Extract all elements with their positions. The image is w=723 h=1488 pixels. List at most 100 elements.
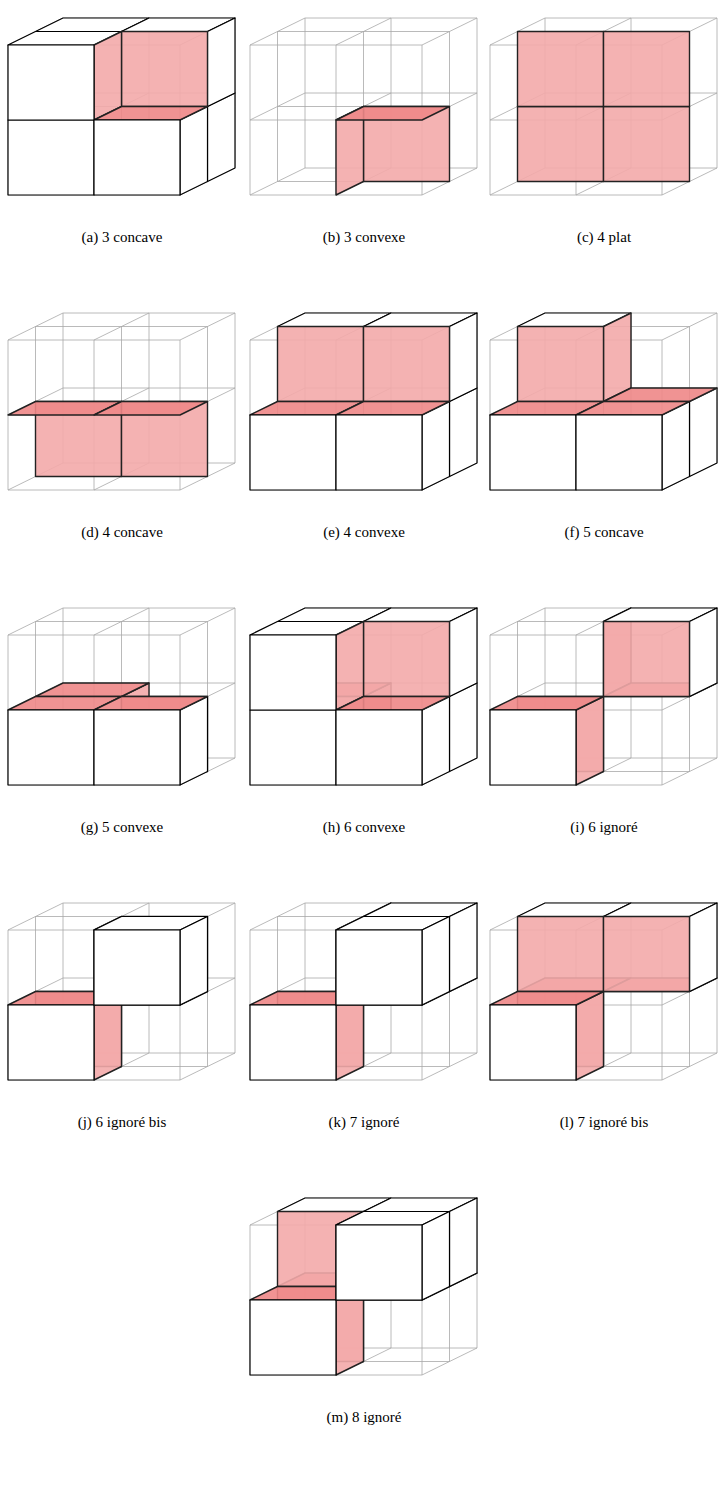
cube-configuration bbox=[490, 18, 717, 195]
surface-face bbox=[490, 992, 604, 1006]
grid-edge bbox=[180, 1053, 235, 1080]
cube-face bbox=[180, 697, 208, 786]
grid-edge bbox=[422, 1053, 477, 1080]
figure-caption: (g) 5 convexe bbox=[81, 819, 163, 836]
cube-face bbox=[450, 683, 478, 772]
cube-face bbox=[490, 415, 576, 490]
grid-edge bbox=[662, 758, 717, 785]
figure-caption: (b) 3 convexe bbox=[323, 229, 405, 246]
cube-face bbox=[180, 107, 208, 196]
cube-face bbox=[576, 415, 662, 490]
cube-face bbox=[490, 1005, 576, 1080]
cube-face bbox=[8, 45, 94, 120]
cube-configuration bbox=[490, 903, 717, 1080]
surface-face bbox=[518, 107, 604, 182]
cube-face bbox=[8, 710, 94, 785]
grid-edge bbox=[8, 903, 63, 930]
grid-edge bbox=[422, 1348, 477, 1375]
grid-edge bbox=[180, 608, 235, 635]
figure-caption: (i) 6 ignoré bbox=[570, 819, 637, 836]
cube-configuration bbox=[250, 608, 477, 785]
cube-face bbox=[662, 402, 690, 491]
cube-face bbox=[8, 1005, 94, 1080]
cube-configuration bbox=[8, 903, 235, 1080]
cube-face bbox=[336, 415, 422, 490]
figure-caption: (d) 4 concave bbox=[81, 524, 163, 541]
cube-face bbox=[450, 1198, 478, 1287]
cube-face bbox=[94, 710, 180, 785]
cube-face bbox=[250, 1005, 336, 1080]
grid-edge bbox=[422, 18, 477, 45]
figure-caption: (e) 4 convexe bbox=[323, 524, 405, 541]
cube-face bbox=[450, 388, 478, 477]
cube-face bbox=[250, 635, 336, 710]
grid-edge bbox=[94, 313, 149, 340]
surface-face bbox=[490, 697, 604, 711]
surface-face bbox=[576, 992, 604, 1081]
cube-face bbox=[450, 903, 478, 992]
surface-face bbox=[336, 107, 450, 121]
surface-face bbox=[604, 313, 632, 402]
cube-face bbox=[450, 313, 478, 402]
grid-edge bbox=[180, 313, 235, 340]
surface-face bbox=[94, 402, 208, 416]
cube-face bbox=[422, 697, 450, 786]
cube-face bbox=[8, 120, 94, 195]
cube-configuration bbox=[8, 313, 235, 490]
surface-face bbox=[94, 32, 122, 121]
cube-face bbox=[336, 710, 422, 785]
cube-face bbox=[208, 93, 236, 182]
grid-edge bbox=[250, 18, 305, 45]
surface-face bbox=[604, 622, 690, 697]
cube-configuration bbox=[250, 1198, 477, 1375]
figure-caption: (k) 7 ignoré bbox=[329, 1114, 400, 1131]
cube-face bbox=[94, 930, 180, 1005]
cube-configuration bbox=[250, 313, 477, 490]
figure-caption: (l) 7 ignoré bis bbox=[560, 1114, 649, 1131]
cube-configuration bbox=[8, 18, 235, 195]
cube-face bbox=[690, 608, 718, 697]
surface-face bbox=[336, 697, 450, 711]
cube-configuration bbox=[250, 903, 477, 1080]
cube-face bbox=[250, 1300, 336, 1375]
surface-face bbox=[364, 622, 450, 697]
cube-configuration bbox=[8, 608, 235, 785]
cube-face bbox=[690, 388, 718, 477]
cube-face bbox=[690, 903, 718, 992]
surface-face bbox=[576, 402, 690, 416]
cube-configuration bbox=[490, 608, 717, 785]
cube-face bbox=[94, 120, 180, 195]
surface-face bbox=[518, 327, 604, 402]
cube-face bbox=[450, 608, 478, 697]
surface-face bbox=[604, 917, 690, 992]
grid-edge bbox=[490, 608, 545, 635]
figure-caption: (f) 5 concave bbox=[564, 524, 643, 541]
grid-edge bbox=[250, 903, 305, 930]
grid-edge bbox=[8, 313, 63, 340]
grid-edge bbox=[250, 93, 305, 120]
cube-face bbox=[336, 930, 422, 1005]
surface-face bbox=[122, 32, 208, 107]
cube-face bbox=[208, 18, 236, 107]
surface-face bbox=[364, 327, 450, 402]
surface-face bbox=[336, 402, 450, 416]
cube-configuration bbox=[490, 313, 717, 490]
surface-face bbox=[604, 388, 718, 402]
figure-caption: (a) 3 concave bbox=[82, 229, 163, 246]
cube-face bbox=[422, 917, 450, 1006]
cube-face bbox=[336, 1225, 422, 1300]
figure-caption: (j) 6 ignoré bis bbox=[78, 1114, 167, 1131]
surface-face bbox=[518, 32, 604, 107]
figure-caption: (h) 6 convexe bbox=[323, 819, 405, 836]
surface-face bbox=[336, 622, 364, 711]
cube-face bbox=[180, 917, 208, 1006]
grid-edge bbox=[94, 608, 149, 635]
cube-face bbox=[250, 415, 336, 490]
grid-edge bbox=[662, 313, 717, 340]
grid-edge bbox=[250, 168, 305, 195]
surface-face bbox=[576, 697, 604, 786]
surface-face bbox=[36, 683, 150, 697]
cube-face bbox=[422, 1212, 450, 1301]
